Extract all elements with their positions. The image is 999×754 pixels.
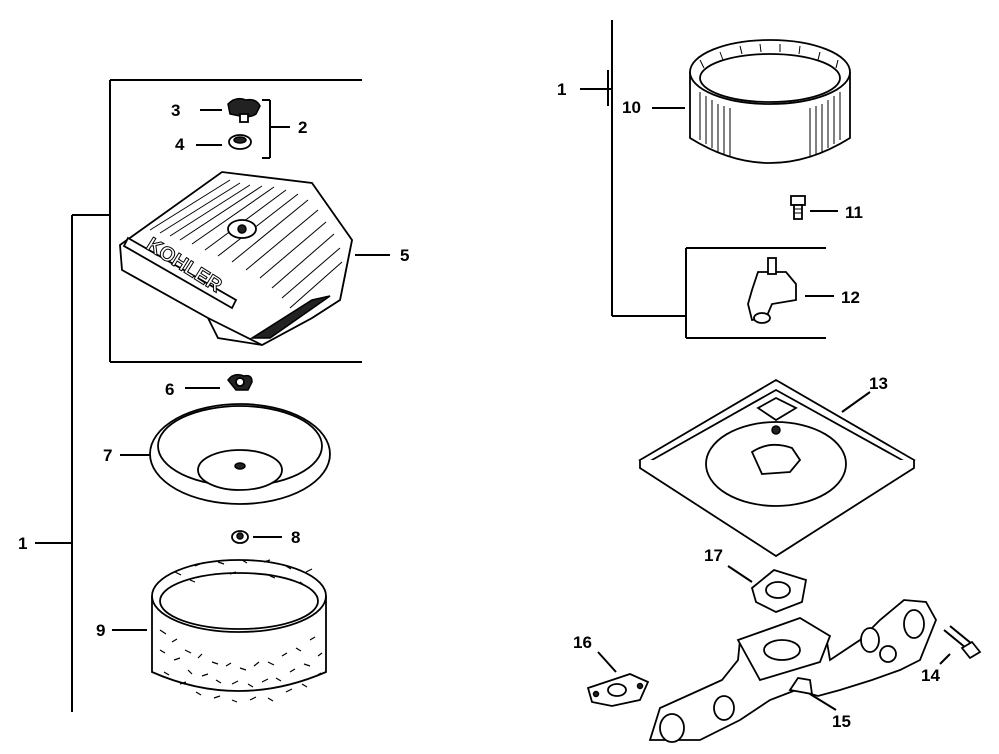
part-14-screw	[939, 625, 982, 665]
callout-5: 5	[400, 246, 409, 265]
part-9-precleaner	[112, 559, 327, 703]
callout-15: 15	[832, 712, 851, 731]
part-8-nut	[231, 530, 282, 544]
part-7-base-plate	[120, 403, 331, 505]
part-6-nut	[185, 373, 253, 391]
part-2-bracket	[262, 99, 290, 159]
part-3-wing-nut	[200, 97, 261, 123]
left-bracket-lines	[35, 79, 362, 712]
part-15-elbow	[648, 599, 937, 743]
callout-12: 12	[841, 288, 860, 307]
callout-8: 8	[291, 528, 300, 547]
callout-4: 4	[175, 135, 185, 154]
callout-labels: 1 2 3 4 5 6 7 8 9 1 10 11 12 13 14 15 16…	[18, 80, 940, 731]
callout-9: 9	[96, 621, 105, 640]
part-5-cover: KOHLER	[119, 171, 390, 347]
callout-10: 10	[622, 98, 641, 117]
part-16-gasket	[586, 651, 650, 707]
callout-11: 11	[845, 203, 863, 222]
callout-14: 14	[921, 666, 940, 685]
callout-1-left: 1	[18, 534, 27, 553]
part-11-screw	[790, 195, 838, 220]
cover-ribs	[149, 179, 343, 309]
callout-13: 13	[869, 374, 888, 393]
callout-6: 6	[165, 380, 174, 399]
part-17-gasket	[727, 565, 808, 613]
callout-17: 17	[704, 546, 723, 565]
precleaner-texture	[159, 559, 323, 703]
callout-16: 16	[573, 633, 592, 652]
part-10-filter-element	[652, 39, 851, 164]
callout-7: 7	[103, 446, 112, 465]
filter-pleats	[699, 43, 841, 156]
callout-3: 3	[171, 101, 180, 120]
part-13-base-tray	[638, 378, 916, 558]
callout-1-right: 1	[557, 80, 566, 99]
part-4-washer	[196, 134, 252, 150]
callout-2: 2	[298, 118, 307, 137]
right-bracket-lines	[580, 20, 826, 339]
part-12-bracket	[747, 257, 834, 324]
